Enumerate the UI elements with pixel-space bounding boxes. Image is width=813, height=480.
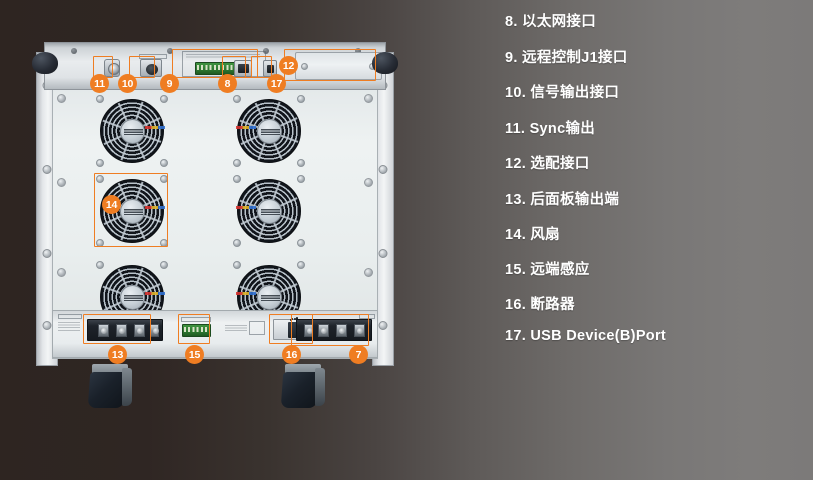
signal-output-connector[interactable]	[140, 59, 162, 77]
legend-item-10: 10. 信号输出接口	[505, 85, 620, 101]
sync-output-bnc-connector[interactable]	[104, 59, 120, 77]
callout-badge-17[interactable]: 17	[267, 74, 286, 93]
rear-panel-output-terminal-right[interactable]	[296, 319, 372, 341]
caster-wheel-left	[87, 364, 132, 412]
remote-control-j1-terminal[interactable]	[195, 62, 239, 75]
callout-badge-7[interactable]: 7	[349, 345, 368, 364]
legend-list: 8. 以太网接口 9. 远程控制J1接口 10. 信号输出接口 11. Sync…	[505, 0, 805, 480]
legend-item-8: 8. 以太网接口	[505, 14, 597, 30]
callout-badge-14[interactable]: 14	[102, 195, 121, 214]
callout-badge-9[interactable]: 9	[160, 74, 179, 93]
legend-item-11: 11. Sync输出	[505, 121, 596, 137]
legend-item-14: 14. 风扇	[505, 227, 560, 243]
legend-item-16: 16. 断路器	[505, 297, 575, 313]
rack-handle-right	[372, 52, 398, 74]
rear-panel-output-terminal-left[interactable]	[87, 319, 163, 341]
device-rear-panel-photo: 11 10 9 8 17 12 14 13 15 16 7	[32, 42, 398, 408]
caster-wheel-right	[280, 364, 325, 412]
legend-item-9: 9. 远程控制J1接口	[505, 50, 628, 66]
legend-item-13: 13. 后面板输出端	[505, 192, 620, 208]
callout-badge-13[interactable]: 13	[108, 345, 127, 364]
rack-handle-left	[32, 52, 58, 74]
ethernet-port[interactable]	[234, 60, 252, 77]
bottom-io-panel	[52, 310, 378, 358]
cooling-fan	[96, 95, 168, 167]
remote-sense-terminal[interactable]	[182, 324, 211, 337]
legend-item-15: 15. 远端感应	[505, 262, 590, 278]
cooling-fan	[233, 95, 305, 167]
callout-badge-12[interactable]: 12	[279, 56, 298, 75]
callout-badge-8[interactable]: 8	[218, 74, 237, 93]
legend-item-12: 12. 选配接口	[505, 156, 590, 172]
legend-item-17: 17. USB Device(B)Port	[505, 328, 667, 344]
callout-badge-11[interactable]: 11	[90, 74, 109, 93]
callout-badge-15[interactable]: 15	[185, 345, 204, 364]
optional-interface-blank-plate[interactable]	[295, 52, 382, 80]
callout-badge-16[interactable]: 16	[282, 345, 301, 364]
cooling-fan	[233, 175, 305, 247]
callout-badge-10[interactable]: 10	[118, 74, 137, 93]
